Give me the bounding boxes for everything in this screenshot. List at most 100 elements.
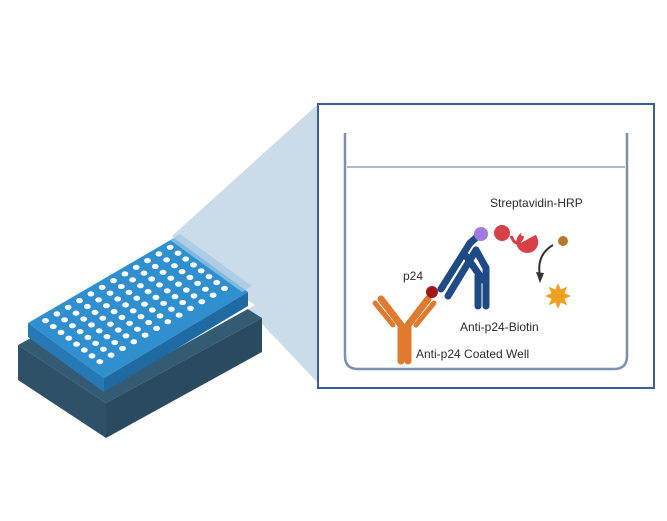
- plate-well: [92, 340, 99, 346]
- plate-well: [174, 250, 182, 256]
- zoom-projection: [172, 104, 318, 383]
- plate-well: [171, 263, 178, 269]
- plate-well: [175, 312, 183, 318]
- plate-well: [103, 334, 111, 340]
- plate-well: [160, 300, 168, 306]
- plate-well: [107, 321, 114, 327]
- substrate-icon: [558, 236, 568, 246]
- plate-well: [72, 310, 80, 316]
- plate-well: [163, 257, 171, 263]
- plate-well: [91, 309, 99, 315]
- label-streptavidin-hrp: Streptavidin-HRP: [490, 196, 583, 210]
- plate-well: [107, 352, 115, 358]
- plate-well: [213, 279, 221, 286]
- plate-well: [111, 339, 119, 346]
- plate-well: [141, 301, 148, 307]
- plate-well: [190, 262, 197, 268]
- plate-well: [152, 294, 160, 300]
- plate-well: [194, 280, 202, 286]
- plate-well: [186, 274, 194, 280]
- plate-well: [221, 285, 228, 291]
- plate-base-side: [106, 318, 262, 438]
- plate-well: [57, 329, 65, 335]
- plate-well: [164, 319, 172, 325]
- plate-highlight: [170, 234, 252, 292]
- plate-well: [83, 303, 91, 310]
- plate-well: [159, 269, 167, 275]
- plate-well: [73, 341, 80, 347]
- plate-well: [80, 316, 88, 322]
- detection-antibody-icon: [437, 232, 490, 310]
- plate-well: [76, 329, 84, 335]
- plate-well: [125, 289, 133, 295]
- plate-well: [126, 320, 133, 326]
- plate-well: [61, 317, 68, 323]
- plate-well: [114, 296, 122, 302]
- plate-well: [42, 318, 49, 324]
- panel-frame: [317, 103, 655, 389]
- plate-well: [178, 269, 186, 275]
- plate-well: [156, 282, 163, 288]
- plate-well: [153, 325, 160, 331]
- plate-top: [28, 238, 248, 378]
- plate-well: [130, 339, 138, 345]
- plate-well: [163, 288, 171, 294]
- label-p24: p24: [403, 269, 423, 283]
- plate-well: [114, 327, 122, 333]
- plate-well: [137, 314, 145, 320]
- plate-well: [202, 286, 209, 292]
- plate-well: [88, 322, 95, 328]
- p24-antigen-icon: [426, 286, 438, 298]
- plate-well: [129, 308, 137, 314]
- plate-well: [182, 287, 190, 293]
- plate-well: [121, 271, 129, 277]
- plate-well: [110, 278, 117, 284]
- plate-well: [87, 291, 95, 297]
- plate-well: [95, 328, 103, 334]
- plate-well: [166, 244, 174, 250]
- plate-well: [132, 264, 140, 270]
- plate-well: [129, 277, 137, 283]
- plate-wells: [42, 244, 228, 365]
- plate-well: [187, 305, 194, 311]
- plate-well: [117, 283, 125, 290]
- plate-well: [100, 346, 107, 352]
- plate-well: [122, 333, 130, 339]
- plate-well: [98, 284, 106, 290]
- plate-well: [88, 353, 96, 359]
- plate-well: [137, 283, 144, 289]
- plate-well: [140, 270, 148, 276]
- plate-front: [28, 323, 104, 392]
- plate-well: [141, 332, 149, 338]
- plate-well: [80, 347, 88, 353]
- zoom-panel: Streptavidin-HRP p24 Anti-p24-Biotin Ant…: [317, 103, 655, 389]
- streptavidin-hrp-icon: [494, 225, 539, 253]
- microplate: [18, 234, 262, 438]
- plate-well: [64, 304, 72, 310]
- well-wall: [343, 133, 629, 371]
- plate-well: [209, 292, 217, 298]
- plate-well: [49, 323, 57, 330]
- plate-well: [156, 313, 164, 319]
- plate-well: [145, 319, 153, 326]
- biotin-icon: [474, 227, 488, 241]
- plate-well: [103, 303, 110, 309]
- plate-well: [84, 334, 92, 340]
- plate-well: [76, 298, 83, 304]
- plate-well: [171, 294, 179, 300]
- plate-base-front: [18, 345, 106, 438]
- plate-well: [168, 306, 175, 312]
- plate-well: [118, 314, 126, 320]
- reaction-arrowhead-icon: [536, 272, 544, 283]
- plate-well: [148, 307, 156, 313]
- plate-well: [167, 275, 175, 281]
- plate-well: [106, 290, 114, 296]
- plate-well: [197, 268, 205, 274]
- label-anti-p24-coated-well: Anti-p24 Coated Well: [416, 347, 529, 361]
- plate-well: [134, 326, 141, 332]
- capture-antibody-icon: [372, 295, 437, 365]
- plate-well: [144, 258, 151, 264]
- plate-well: [96, 359, 104, 365]
- plate-well: [122, 302, 129, 308]
